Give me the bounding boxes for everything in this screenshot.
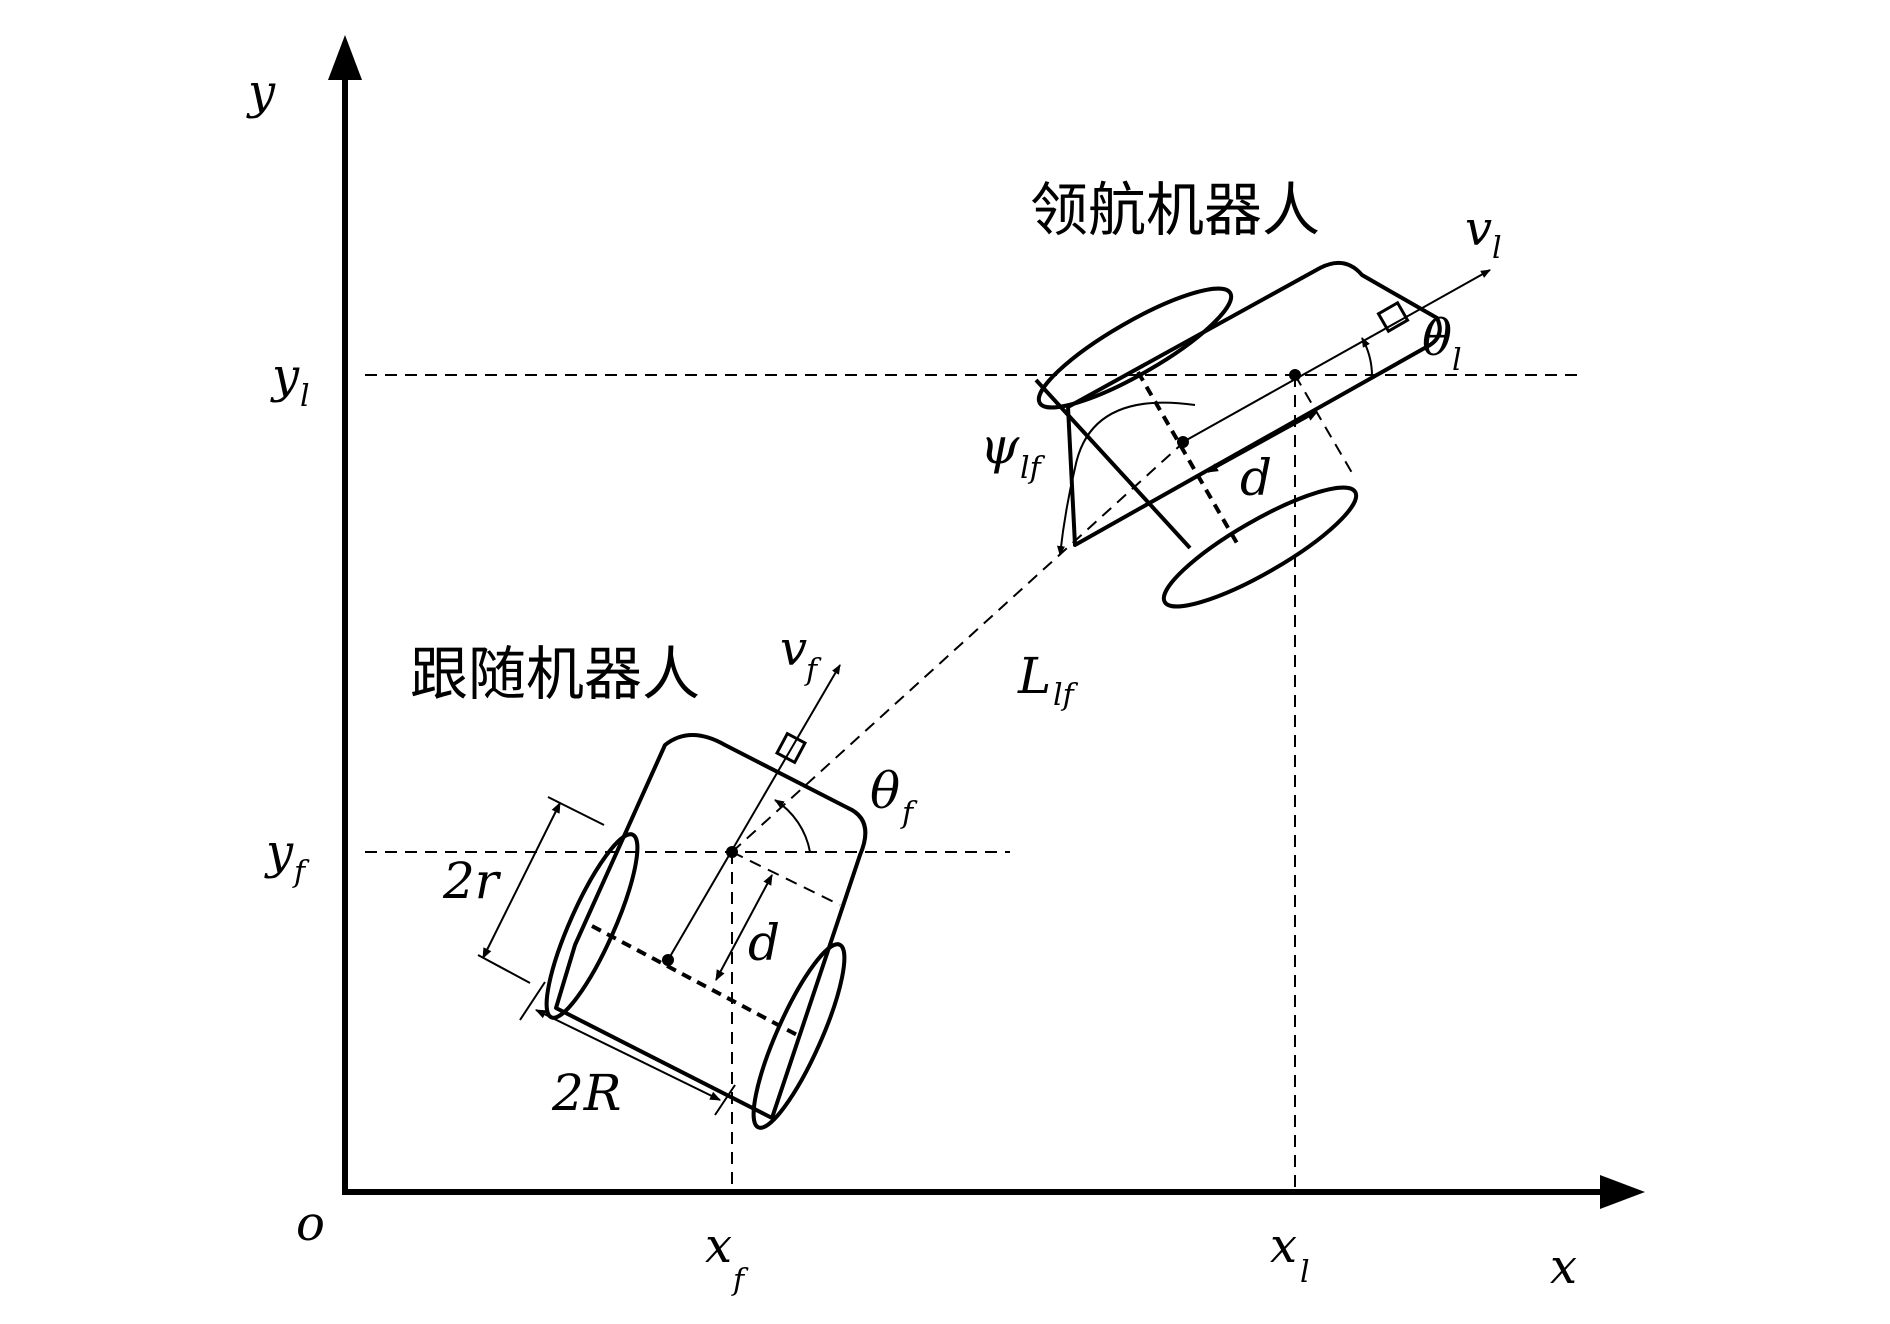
coordinate-axes bbox=[328, 35, 1645, 1209]
svg-text:f: f bbox=[900, 796, 918, 831]
svg-text:y: y bbox=[264, 824, 294, 880]
svg-text:v: v bbox=[780, 621, 807, 677]
follower-offset-point bbox=[662, 954, 674, 966]
x-axis-label: x bbox=[1550, 1239, 1577, 1295]
distance-label: L lf bbox=[1017, 647, 1079, 713]
follower-2r-ext-top bbox=[547, 796, 605, 826]
svg-text:f: f bbox=[292, 855, 310, 890]
svg-text:θ: θ bbox=[870, 762, 900, 820]
leader-robot bbox=[1034, 260, 1491, 609]
leader-heading-arc bbox=[1361, 337, 1373, 376]
leader-velocity-label: v l bbox=[1465, 201, 1502, 266]
follower-wheel-axis bbox=[591, 924, 800, 1038]
svg-text:x: x bbox=[1270, 1218, 1297, 1274]
leader-offset-point bbox=[1177, 436, 1189, 448]
follower-heading-label: θ f bbox=[870, 762, 918, 831]
follower-chassis bbox=[554, 733, 868, 1120]
leader-chassis bbox=[1066, 260, 1442, 547]
leader-heading-label: θ l bbox=[1422, 309, 1462, 378]
follower-d-label: d bbox=[748, 914, 780, 972]
svg-text:y: y bbox=[270, 348, 300, 404]
leader-d-dimension bbox=[1207, 411, 1318, 473]
follower-2r-dimension bbox=[482, 802, 561, 959]
svg-text:x: x bbox=[705, 1218, 732, 1274]
leader-sensor bbox=[1376, 300, 1410, 334]
svg-text:f: f bbox=[804, 653, 822, 688]
follower-2R-ext-left bbox=[519, 981, 546, 1021]
follower-robot bbox=[477, 664, 868, 1130]
svg-text:l: l bbox=[300, 379, 310, 414]
follower-2R-label: 2R bbox=[551, 1064, 621, 1122]
svg-text:L: L bbox=[1017, 647, 1051, 705]
lf-distance-line bbox=[731, 440, 1186, 853]
follower-2r-label: 2r bbox=[442, 852, 502, 910]
follower-velocity-arrow bbox=[667, 664, 841, 961]
svg-text:f: f bbox=[731, 1263, 749, 1298]
origin-label: o bbox=[296, 1196, 325, 1252]
follower-2r-ext-bottom bbox=[477, 954, 531, 984]
xl-label: x l bbox=[1270, 1218, 1310, 1290]
y-axis-arrowhead bbox=[328, 35, 362, 80]
follower-2R-ext-right bbox=[714, 1084, 736, 1116]
svg-text:lf: lf bbox=[1053, 678, 1079, 713]
svg-text:l: l bbox=[1452, 343, 1462, 378]
svg-text:v: v bbox=[1465, 201, 1492, 257]
svg-text:l: l bbox=[1300, 1255, 1310, 1290]
svg-text:lf: lf bbox=[1020, 451, 1046, 486]
bearing-label: ψ lf bbox=[980, 417, 1046, 486]
xf-label: x f bbox=[705, 1218, 749, 1298]
follower-2R-dimension bbox=[535, 1009, 721, 1101]
leader-right-wheel bbox=[1161, 485, 1359, 609]
leader-left-wheel bbox=[1036, 286, 1234, 410]
yl-label: y l bbox=[270, 348, 310, 414]
leader-title: 领航机器人 bbox=[1030, 176, 1320, 244]
svg-text:l: l bbox=[1492, 231, 1502, 266]
follower-title: 跟随机器人 bbox=[410, 640, 700, 708]
leader-wheel-axis bbox=[1136, 370, 1240, 547]
follower-d-dimension bbox=[715, 874, 773, 981]
svg-text:θ: θ bbox=[1422, 309, 1452, 367]
y-axis-label: y bbox=[246, 64, 276, 120]
bearing-arc bbox=[1057, 401, 1196, 556]
follower-d-extension bbox=[731, 851, 841, 906]
guide-lines bbox=[365, 374, 1580, 1190]
yf-label: y f bbox=[264, 824, 310, 890]
svg-text:ψ: ψ bbox=[980, 417, 1020, 475]
follower-heading-arc bbox=[774, 799, 811, 853]
follower-velocity-label: v f bbox=[780, 621, 822, 688]
x-axis-arrowhead bbox=[1600, 1175, 1645, 1209]
leader-d-label: d bbox=[1240, 449, 1272, 507]
